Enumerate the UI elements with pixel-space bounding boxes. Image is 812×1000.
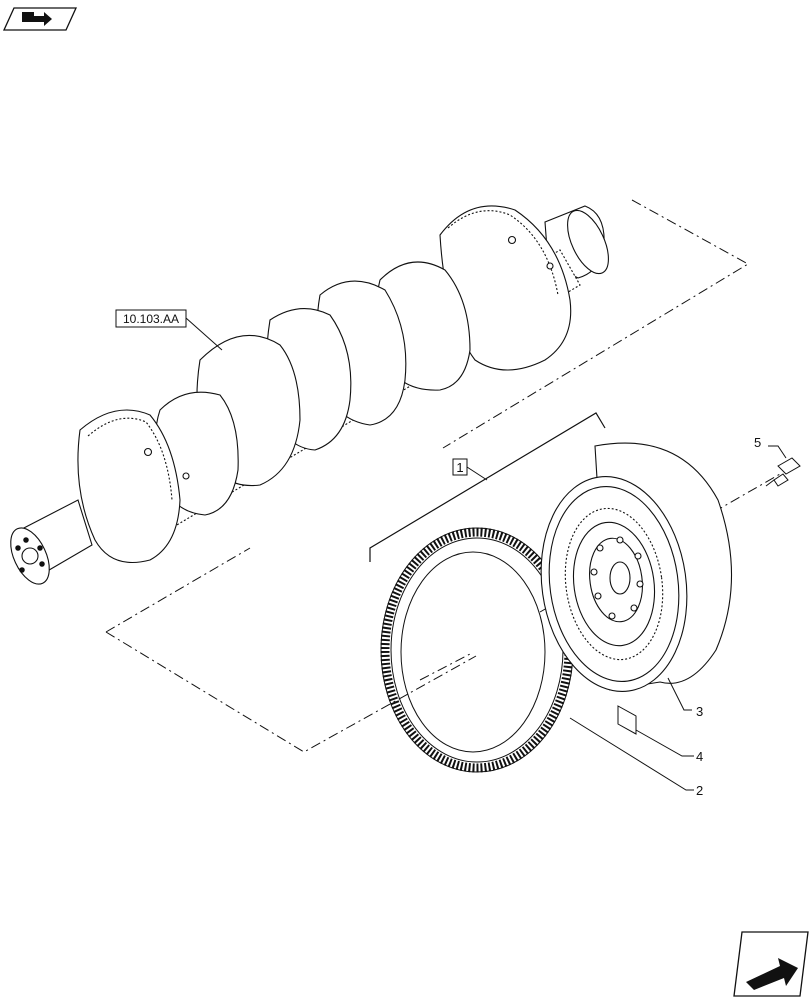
group-callout[interactable]: 1 [452,458,488,481]
group-bracket [369,412,606,562]
callout-leaders [569,445,787,791]
flywheel [540,442,733,692]
bolt-callout[interactable]: 5 [754,435,761,450]
flywheel-bolt [765,457,801,487]
decal-callout[interactable]: 4 [696,749,703,764]
assembly-reference-label: 10.103.AA [123,312,179,326]
assembly-reference-callout[interactable]: 10.103.AA [115,309,223,351]
group-callout-number: 1 [456,460,463,475]
next-page-arrow-icon[interactable] [733,931,809,997]
flywheel-callout[interactable]: 3 [696,704,703,719]
book-arrow-icon[interactable] [2,7,78,31]
label-decal [617,705,637,735]
ring-gear-callout[interactable]: 2 [696,783,703,798]
crankshaft [10,205,609,585]
